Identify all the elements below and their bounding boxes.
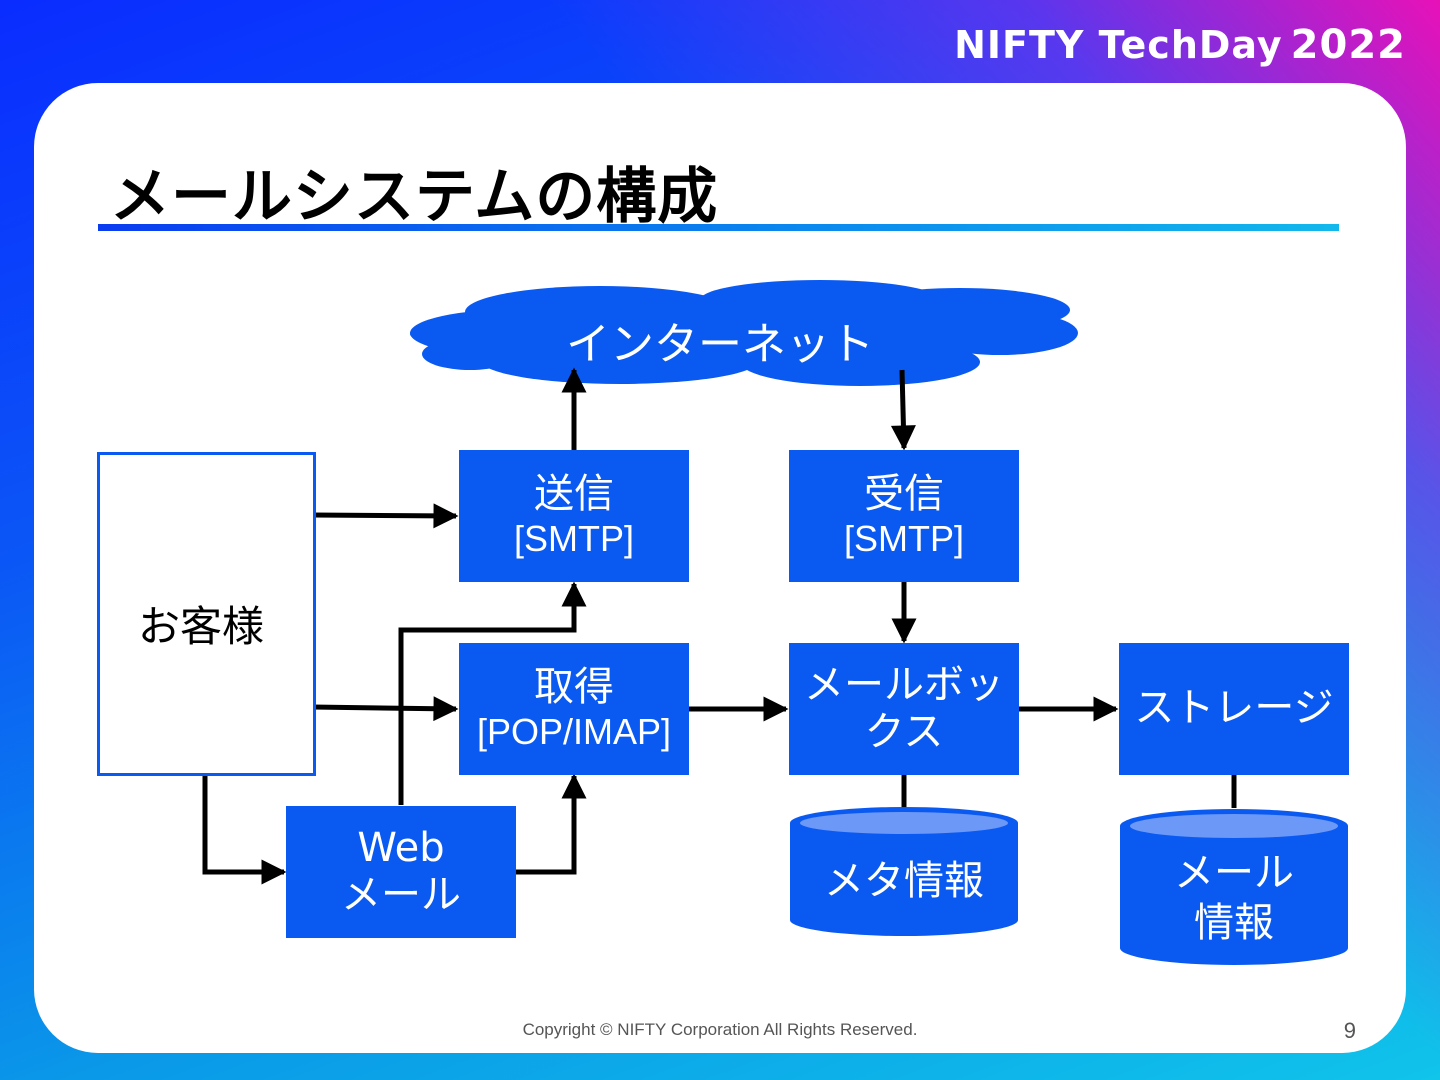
storage-label: ストレージ [1134,685,1334,732]
copyright-footer: Copyright © NIFTY Corporation All Rights… [522,1020,918,1039]
fetch-pop-imap-box: 取得 [POP/IMAP] [459,643,689,775]
customer-box: お客様 [97,452,316,776]
fetch-label: 取得 [534,664,614,711]
edge-webmail-send [398,581,587,805]
internet-cloud-shape [410,280,1078,386]
title-underline [98,224,1339,231]
edge-customer-fetch [311,696,459,722]
receive-protocol: [SMTP] [843,518,964,560]
mailbox-box: メールボッ クス [789,643,1019,775]
mailinfo-label-line1: メール [1174,850,1294,896]
customer-label: お客様 [138,602,265,651]
webmail-label-line2: メール [341,872,461,918]
receive-smtp-box: 受信 [SMTP] [789,450,1019,582]
meta-info-label: メタ情報 [824,858,984,904]
send-label: 送信 [534,471,614,518]
mailinfo-label-line2: 情報 [1194,900,1274,946]
storage-box: ストレージ [1119,643,1349,775]
slide-title: メールシステムの構成 [110,162,719,232]
mailinfo-cylinder-shape [1120,809,1348,965]
send-smtp-box: 送信 [SMTP] [459,450,689,582]
send-protocol: [SMTP] [513,518,634,560]
page-number: 9 [1343,1018,1356,1043]
brand-name: NIFTY TechDay [954,23,1283,67]
internet-label: インターネット [566,319,874,370]
meta-cylinder-shape [790,807,1018,936]
webmail-box: Web メール [286,806,516,938]
receive-label: 受信 [864,471,944,518]
edge-customer-webmail [202,772,287,885]
edge-webmail-fetch [515,773,587,875]
edge-internet-receive [890,369,916,451]
mailbox-label-line2: クス [864,709,944,755]
brand-year: 2022 [1290,22,1406,68]
mailinfo-label: メール 情報 [1120,848,1348,948]
webmail-label-line1: Web [357,824,445,871]
edge-customer-send [311,503,459,529]
fetch-protocol: [POP/IMAP] [476,711,672,753]
mailbox-label-line1: メールボッ [804,661,1004,708]
